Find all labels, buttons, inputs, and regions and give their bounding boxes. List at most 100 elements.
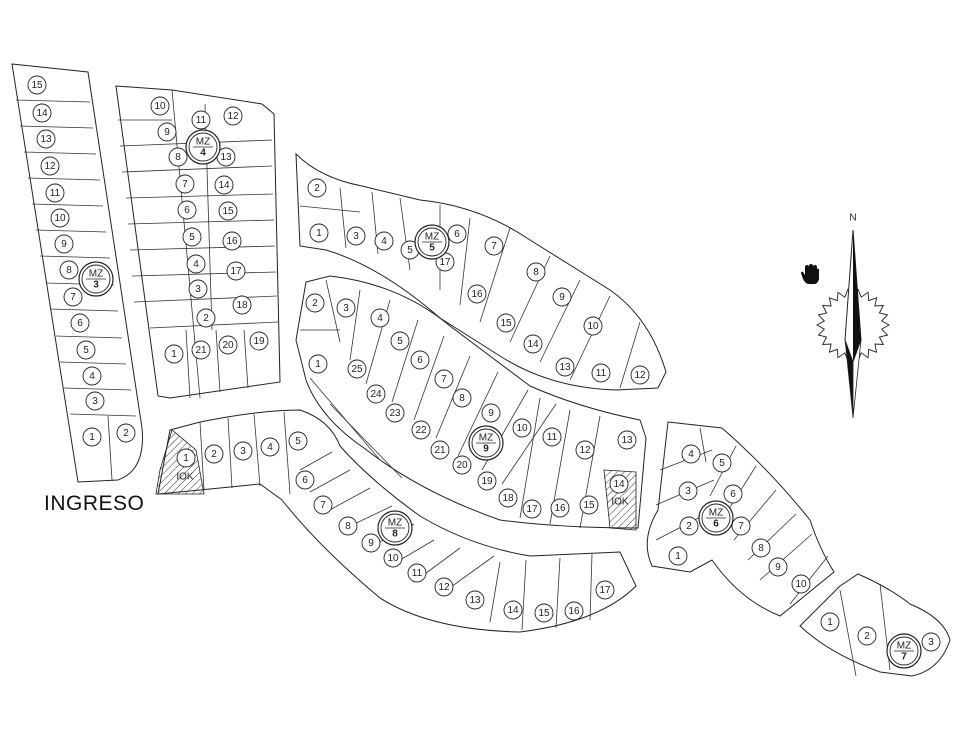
lot-circle	[609, 474, 629, 494]
lot-number: 21	[195, 345, 207, 356]
lot-number: 20	[456, 460, 468, 471]
lot-marker: 16	[467, 284, 487, 304]
lot-marker: 14	[214, 175, 234, 195]
common-area-label-west: IOK	[176, 472, 194, 483]
lot-circle	[313, 495, 333, 515]
lot-circle	[308, 354, 328, 374]
lot-number: 23	[389, 408, 401, 419]
manzana-number: 5	[429, 243, 435, 254]
lot-number: 4	[193, 259, 199, 270]
manzana-badge: MZ6	[698, 500, 734, 536]
lot-marker: 10	[50, 208, 70, 228]
lot-circle	[430, 440, 450, 460]
lot-number: 3	[928, 637, 934, 648]
lot-circle	[723, 484, 743, 504]
lot-marker: 13	[36, 129, 56, 149]
lot-marker: 13	[617, 430, 637, 450]
lot-marker: 8	[168, 147, 188, 167]
lot-circle	[182, 227, 202, 247]
lot-marker: 23	[385, 403, 405, 423]
lot-number: 4	[267, 442, 273, 453]
lot-circle	[678, 481, 698, 501]
entrance-label: INGRESO	[44, 492, 145, 515]
lot-number: 25	[351, 364, 363, 375]
lot-marker: 3	[233, 441, 253, 461]
lot-number: 6	[184, 205, 190, 216]
lot-number: 11	[50, 188, 61, 199]
lot-marker: 8	[526, 262, 546, 282]
lot-marker: 7	[63, 287, 83, 307]
lot-circle	[36, 129, 56, 149]
lot-number: 12	[438, 582, 450, 593]
lot-marker: 1	[309, 223, 329, 243]
lot-circle	[76, 340, 96, 360]
lot-circle	[383, 548, 403, 568]
lot-marker: 12	[40, 156, 60, 176]
lot-number: 17	[230, 266, 242, 277]
lot-circle	[496, 313, 516, 333]
lot-number: 21	[434, 445, 446, 456]
lot-circle	[175, 174, 195, 194]
lot-marker: 18	[232, 295, 252, 315]
lot-circle	[481, 403, 501, 423]
lot-number: 12	[227, 111, 239, 122]
manzana-label: MZ	[897, 641, 911, 652]
lot-number: 2	[211, 449, 217, 460]
lot-circle	[82, 427, 102, 447]
lot-number: 2	[686, 521, 692, 532]
lot-number: 17	[526, 504, 538, 515]
lot-number: 12	[579, 445, 591, 456]
lot-marker: 11	[542, 427, 562, 447]
lot-circle	[233, 441, 253, 461]
lot-marker: 1	[668, 546, 688, 566]
lot-marker: 9	[361, 533, 381, 553]
lot-circle	[85, 391, 105, 411]
lot-number: 2	[864, 631, 870, 642]
lot-number: 10	[387, 553, 399, 564]
block-mz9	[295, 275, 647, 529]
lot-number: 9	[559, 292, 565, 303]
lot-marker: 14	[609, 474, 629, 494]
north-arrow-icon: N	[844, 213, 862, 419]
lot-marker: 11	[591, 363, 611, 383]
lot-number: 15	[222, 206, 234, 217]
manzana-badge: MZ5	[414, 224, 450, 260]
lot-number: 15	[500, 318, 512, 329]
manzana-number: 9	[483, 444, 489, 455]
lot-marker: 9	[768, 557, 788, 577]
lot-number: 13	[621, 435, 633, 446]
north-label: N	[849, 213, 856, 224]
lot-circle	[526, 262, 546, 282]
lot-circle	[346, 226, 366, 246]
lot-circle	[196, 308, 216, 328]
lot-marker: 7	[484, 236, 504, 256]
lot-marker: 20	[452, 455, 472, 475]
lot-marker: 7	[434, 369, 454, 389]
lot-marker: 1	[82, 427, 102, 447]
lot-circle	[32, 103, 52, 123]
lot-circle	[555, 357, 575, 377]
lot-marker: 10	[512, 418, 532, 438]
lot-marker: 21	[430, 440, 450, 460]
lot-circle	[434, 577, 454, 597]
lot-number: 15	[583, 500, 595, 511]
lot-marker: 4	[260, 437, 280, 457]
lot-number: 7	[738, 521, 744, 532]
lot-circle	[82, 366, 102, 386]
lot-circle	[204, 444, 224, 464]
lot-circle	[467, 284, 487, 304]
lot-number: 8	[175, 152, 181, 163]
lot-circle	[477, 471, 497, 491]
lot-number: 9	[775, 562, 781, 573]
lot-number: 9	[368, 538, 374, 549]
manzana-label: MZ	[388, 518, 402, 529]
lot-number: 6	[454, 229, 460, 240]
lot-marker: 4	[186, 254, 206, 274]
lot-number: 13	[559, 362, 571, 373]
lot-number: 4	[381, 236, 387, 247]
lot-circle	[447, 224, 467, 244]
lot-number: 3	[343, 303, 349, 314]
lot-number: 14	[218, 180, 230, 191]
lot-number: 17	[439, 257, 451, 268]
lot-marker: 8	[338, 516, 358, 536]
